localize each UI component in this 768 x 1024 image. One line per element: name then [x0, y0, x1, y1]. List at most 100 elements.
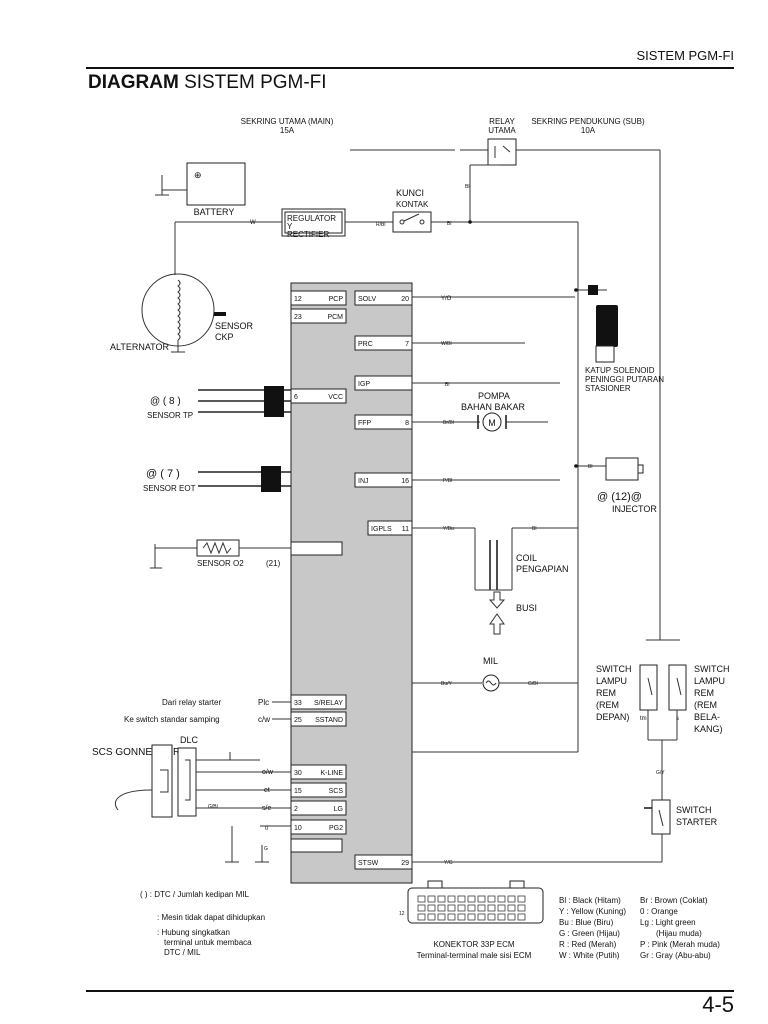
fuel-pump-motor-icon [482, 412, 502, 432]
svg-text:Br/Bl: Br/Bl [443, 420, 454, 426]
connector-pin [507, 904, 516, 912]
ecm-terminal-right: 11 [402, 526, 409, 533]
svg-text:Bl: Bl [588, 464, 592, 470]
svg-text:G/Bl: G/Bl [208, 804, 218, 810]
svg-text:Bl: Bl [447, 221, 451, 227]
ecm-terminal-left: 30 [294, 770, 302, 777]
injector-label-2: INJECTOR [612, 504, 657, 514]
connector-pin [467, 913, 476, 921]
svg-text:Plc: Plc [258, 698, 269, 707]
regulator-label-2: Y [287, 222, 293, 231]
connector-pin [507, 895, 516, 903]
ecm-terminal: 30 K-LINE [290, 764, 347, 780]
svg-text:BELA-: BELA- [694, 712, 720, 722]
ecm-connector-label: KONEKTOR 33P ECM [433, 940, 514, 949]
front-brake-switch [639, 664, 658, 711]
connector-pin [417, 913, 426, 921]
tp-sensor-code: @ ( 8 ) [150, 396, 181, 407]
ecm-terminal-right: VCC [328, 394, 343, 401]
connector-pin [427, 895, 436, 903]
svg-text:G/Bl: G/Bl [528, 681, 538, 687]
ecm-terminal-right: SCS [329, 788, 344, 795]
page-title: DIAGRAM SISTEM PGM-FI [88, 72, 327, 94]
svg-text:Y/G: Y/G [444, 860, 453, 866]
ecm-terminal-right: 8 [405, 420, 409, 427]
mil-label: MIL [483, 656, 498, 666]
ecm-terminal-box [290, 388, 347, 404]
svg-text:et: et [264, 787, 270, 794]
connector-pin [467, 895, 476, 903]
connector-pin [447, 913, 456, 921]
ecm-terminal-blank [290, 838, 343, 853]
fuel-pump-label-2: BAHAN BAKAR [461, 402, 526, 412]
connector-pin [477, 913, 486, 921]
idle-valve-label-2: PENINGGI PUTARAN [585, 375, 664, 384]
connector-pin [447, 904, 456, 912]
color-code-2: Y : Yellow (Kuning) [559, 907, 626, 916]
starter-switch-label-1: SWITCH [676, 805, 712, 815]
rear-brake-switch [668, 664, 687, 711]
regulator-label-1: REGULATOR [287, 214, 336, 223]
connector-pin [437, 913, 446, 921]
color-code-9: Lg : Light green [640, 918, 696, 927]
svg-text:KANG): KANG) [694, 724, 723, 734]
title-bold: DIAGRAM [88, 72, 179, 93]
ecm-terminal-left: 33 [294, 700, 302, 707]
ecm-terminal-box [354, 290, 413, 306]
svg-text:Bl: Bl [445, 382, 449, 388]
svg-text:c/w: c/w [258, 715, 270, 724]
svg-text:Bl: Bl [532, 526, 536, 532]
ecm-terminal-left: STSW [358, 860, 379, 867]
svg-text:(REM: (REM [596, 700, 619, 710]
ckp-label-2: CKP [215, 332, 234, 342]
svg-text:M: M [488, 418, 496, 428]
page-number: 4-5 [702, 992, 734, 1017]
legend-short-3: DTC / MIL [164, 948, 201, 957]
ecm-terminal-left: 23 [294, 314, 302, 321]
fuel-pump-label-1: POMPA [478, 391, 510, 401]
legend-dtc: ( ) : DTC / Jumlah kedipan MIL [140, 890, 249, 899]
connector-pin [517, 913, 526, 921]
svg-text:W: W [250, 220, 256, 226]
ecm-terminal-right: 7 [405, 341, 409, 348]
color-code-11: P : Pink (Merah muda) [640, 940, 720, 949]
ecm-terminal-left: IGP [358, 381, 370, 388]
connector-pin [427, 904, 436, 912]
scs-connector-label: SCS GONNECTOR [92, 747, 180, 758]
ecm-terminal-box [290, 819, 347, 835]
sub-fuse-rating: 10A [581, 126, 596, 135]
connector-pin [417, 895, 426, 903]
svg-text:G: G [264, 846, 268, 852]
alternator-coil-icon [177, 279, 181, 341]
connector-pin [457, 913, 466, 921]
spark-plug-label: BUSI [516, 603, 537, 613]
connector-pin [497, 895, 506, 903]
title-rest: SISTEM PGM-FI [184, 72, 327, 93]
dlc-label: DLC [180, 735, 199, 745]
o2-sensor-code: (21) [266, 559, 281, 568]
ecm-terminal-right: K-LINE [320, 770, 343, 777]
svg-text:P/Bl: P/Bl [443, 478, 452, 484]
connector-pin [487, 913, 496, 921]
scs-connector [151, 744, 173, 818]
ecm-terminal-right: S/RELAY [314, 700, 343, 707]
spark-arrow-down-icon [488, 591, 506, 609]
ckp-label-1: SENSOR [215, 321, 254, 331]
regulator-label-3: RECTIFIER [287, 230, 329, 239]
connector-pin [457, 895, 466, 903]
ckp-sensor-icon [214, 312, 226, 316]
ecm-connector-sublabel: Terminal-terminal male sisi ECM [417, 951, 532, 960]
svg-text:Y/Bu: Y/Bu [443, 526, 454, 532]
footer-rule [86, 990, 734, 992]
ecm-terminal-left: 10 [294, 825, 302, 832]
connector-pin [487, 904, 496, 912]
eot-sensor-code: @ ( 7 ) [146, 468, 180, 480]
connector-pin [437, 895, 446, 903]
connector-pin-grid [417, 895, 526, 921]
dlc-connector [177, 747, 197, 817]
battery-label: BATTERY [194, 207, 235, 217]
